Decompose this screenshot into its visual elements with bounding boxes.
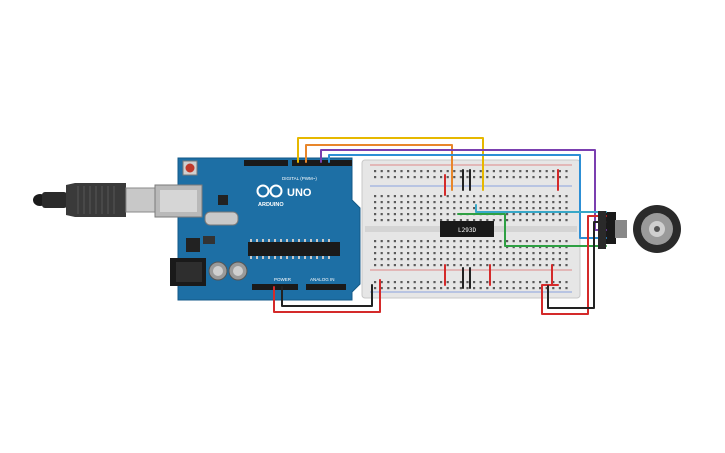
wire-red-power [273,279,381,313]
wire-green [457,213,607,247]
arduino-brand: ARDUINO [258,202,284,208]
l293d-chip: L293D [440,221,494,237]
power-label: POWER [274,277,292,282]
wire-orange [305,144,453,191]
digital-label: DIGITAL (PWM~) [282,176,317,181]
usb-cable [33,183,157,217]
wires [273,137,607,315]
arduino-logo-icon [256,184,283,198]
chip-label: L293D [458,227,476,234]
dc-motor [600,205,681,253]
wire-black-ground [281,284,373,307]
wire-red-motor [541,215,607,315]
breadboard-holes [374,170,568,290]
wire-yellow [297,137,484,191]
wire-cyan [475,204,607,213]
arduino-model: UNO [287,187,312,199]
arduino-uno-board: ARDUINO UNO DIGITAL (PWM~) POWER ANALOG … [154,157,361,301]
analog-label: ANALOG IN [310,277,335,282]
